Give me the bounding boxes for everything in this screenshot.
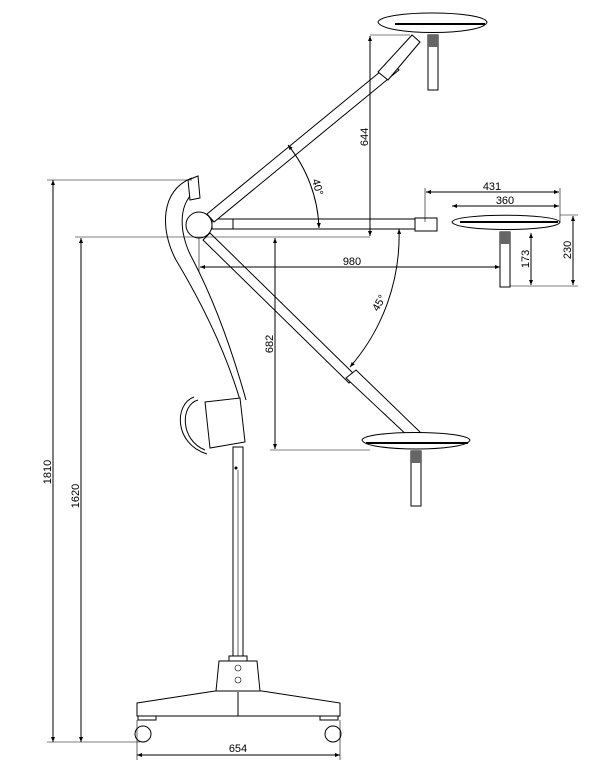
angle-label-40: 40° xyxy=(309,178,325,197)
clamp xyxy=(179,396,246,455)
dim-base-width: 654 xyxy=(229,743,247,755)
wheel-left xyxy=(134,725,152,743)
angle-arc-40 xyxy=(287,144,321,229)
arm-lowered xyxy=(202,232,471,507)
wheel-right xyxy=(324,725,342,743)
arm-raised xyxy=(206,12,488,223)
angle-arc-45 xyxy=(349,228,402,368)
pole xyxy=(232,446,244,660)
base xyxy=(134,655,342,743)
dim-handle-height: 173 xyxy=(520,250,532,268)
dim-pivot-height: 1620 xyxy=(70,484,82,508)
angle-label-45: 45° xyxy=(370,293,389,313)
dim-head-outer: 431 xyxy=(483,181,501,193)
dim-head-inner: 360 xyxy=(496,195,514,207)
curved-stem xyxy=(165,175,247,401)
arm-horizontal xyxy=(211,214,561,288)
dim-lower-depth: 682 xyxy=(264,335,276,353)
dim-raise-height: 644 xyxy=(359,128,371,146)
extension-lines xyxy=(47,34,578,760)
dim-arm-reach: 980 xyxy=(343,256,361,268)
dim-total-height: 1810 xyxy=(42,460,54,484)
dim-head-height: 230 xyxy=(562,241,574,259)
